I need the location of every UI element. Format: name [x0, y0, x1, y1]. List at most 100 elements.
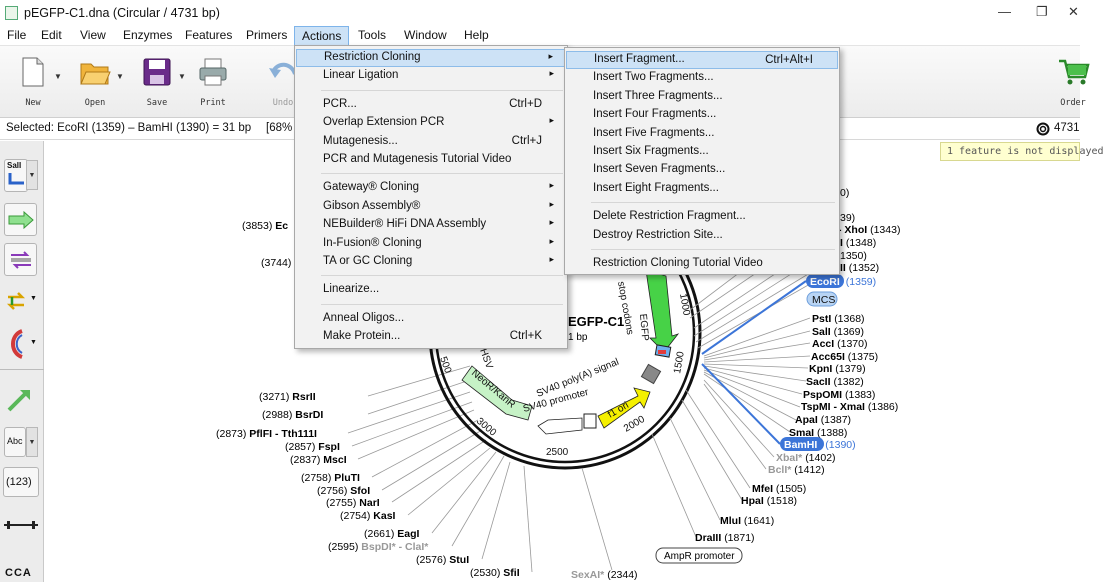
menu-tools[interactable]: Tools — [358, 28, 387, 42]
menu-item-insert-six-fragments[interactable]: Insert Six Fragments... — [566, 143, 838, 161]
chevron-down-icon[interactable]: ▼ — [26, 427, 38, 457]
submenu-arrow-icon: ▸ — [549, 217, 554, 228]
menu-item-make-protein[interactable]: Make Protein...Ctrl+K — [296, 328, 566, 346]
ampr-promoter-feature[interactable] — [655, 547, 743, 564]
menu-item-insert-four-fragments[interactable]: Insert Four Fragments... — [566, 106, 838, 124]
site-name: - XhoI — [838, 224, 867, 236]
site-name: SexAI* — [571, 569, 605, 581]
line-tool-button[interactable] — [6, 387, 32, 413]
menu-item-restriction-cloning-tutorial-video[interactable]: Restriction Cloning Tutorial Video — [566, 255, 838, 273]
sv40-promoter-feature-arrow[interactable] — [537, 417, 583, 435]
site-pos: (2873) — [216, 428, 246, 440]
site-name: SfoI — [350, 485, 370, 497]
chevron-down-icon[interactable]: ▼ — [54, 72, 62, 81]
enzyme-tool-button[interactable]: SalI — [4, 159, 28, 192]
new-button[interactable]: New ▼ — [10, 52, 62, 114]
menu-item-insert-two-fragments[interactable]: Insert Two Fragments... — [566, 69, 838, 87]
menu-item-nebuilder-hifi-dna-assembly[interactable]: NEBuilder® HiFi DNA Assembly▸ — [296, 216, 566, 234]
svg-text:II (1352): II (1352) — [840, 262, 879, 274]
chevron-down-icon[interactable]: ▼ — [116, 72, 124, 81]
neor-kanr-feature-arrow[interactable] — [461, 365, 533, 421]
maximize-button[interactable]: ❐ — [1036, 4, 1048, 19]
menu-item-shortcut: Ctrl+J — [511, 134, 542, 147]
menu-item-overlap-extension-pcr[interactable]: Overlap Extension PCR▸ — [296, 114, 566, 132]
menu-item-insert-eight-fragments[interactable]: Insert Eight Fragments... — [566, 180, 838, 198]
site-pos: (1390) — [825, 439, 855, 451]
site-pos: (1352) — [849, 262, 879, 274]
zoom-level[interactable]: [68% — [266, 122, 293, 134]
save-button[interactable]: Save ▼ — [134, 52, 186, 114]
orf-tool-button[interactable] — [4, 289, 28, 313]
menu-item-label: Insert Six Fragments... — [593, 145, 709, 157]
primer-tool-button[interactable] — [4, 243, 37, 276]
sv40-polya-feature[interactable] — [640, 363, 662, 385]
menu-file[interactable]: File — [7, 28, 27, 42]
menu-window[interactable]: Window — [404, 28, 447, 42]
menu-separator — [321, 173, 563, 175]
menu-item-gateway-cloning[interactable]: Gateway® Cloning▸ — [296, 179, 566, 197]
site-pos: (1518) — [767, 495, 797, 507]
menu-item-in-fusion-cloning[interactable]: In-Fusion® Cloning▸ — [296, 235, 566, 253]
menu-item-linearize[interactable]: Linearize... — [296, 281, 566, 299]
chevron-down-icon[interactable]: ▼ — [26, 160, 38, 190]
menu-item-mutagenesis[interactable]: Mutagenesis...Ctrl+J — [296, 133, 566, 151]
menu-edit[interactable]: Edit — [41, 28, 62, 42]
menu-item-destroy-restriction-site[interactable]: Destroy Restriction Site... — [566, 227, 838, 245]
menu-enzymes[interactable]: Enzymes — [123, 28, 173, 42]
svg-text:(3744): (3744) — [261, 257, 291, 269]
menu-item-insert-three-fragments[interactable]: Insert Three Fragments... — [566, 88, 838, 106]
submenu-arrow-icon: ▸ — [549, 180, 554, 191]
chevron-down-icon[interactable]: ▼ — [178, 72, 186, 81]
undo-button[interactable]: Undo — [260, 52, 306, 114]
f1-ori-feature-arrow[interactable] — [597, 387, 651, 429]
sidebar-divider — [0, 369, 44, 370]
menu-item-restriction-cloning[interactable]: Restriction Cloning▸ — [296, 49, 566, 67]
menu-item-pcr-and-mutagenesis-tutorial-video[interactable]: PCR and Mutagenesis Tutorial Video — [296, 151, 566, 169]
sequence-tool-button[interactable]: CCA — [5, 567, 32, 579]
ruler-tool-button[interactable] — [4, 519, 38, 529]
ecori-highlight-pill[interactable] — [806, 274, 844, 288]
menu-item-ta-or-gc-cloning[interactable]: TA or GC Cloning▸ — [296, 253, 566, 271]
menu-item-label: PCR... — [323, 97, 357, 110]
close-button[interactable]: ✕ — [1068, 4, 1079, 19]
site-pos: (2576) — [416, 554, 446, 566]
menu-item-insert-fragment[interactable]: Insert Fragment...Ctrl+Alt+I — [566, 51, 838, 69]
minimize-button[interactable]: — — [998, 4, 1011, 19]
feature-label-hsv: HSV — [477, 347, 494, 370]
menu-features[interactable]: Features — [185, 28, 233, 42]
text-tool-button[interactable]: Abc — [4, 427, 26, 457]
menu-item-delete-restriction-fragment[interactable]: Delete Restriction Fragment... — [566, 208, 838, 226]
menu-item-anneal-oligos[interactable]: Anneal Oligos... — [296, 310, 566, 328]
menu-actions[interactable]: Actions — [294, 26, 350, 46]
site-name: HpaI — [741, 495, 764, 507]
print-button[interactable]: Print — [190, 52, 236, 114]
menu-view[interactable]: View — [80, 28, 106, 42]
open-button[interactable]: Open ▼ — [72, 52, 124, 114]
mcs-feature-pill[interactable] — [806, 291, 838, 307]
menu-item-linear-ligation[interactable]: Linear Ligation▸ — [296, 67, 566, 85]
menu-primers[interactable]: Primers — [246, 28, 288, 42]
small-feature-box — [583, 413, 597, 429]
feature-tool-button[interactable] — [4, 203, 37, 236]
numbering-tool-button[interactable]: (123) — [3, 467, 39, 497]
site-pos: 1350) — [840, 250, 867, 262]
menu-item-label: Restriction Cloning — [324, 51, 421, 63]
hidden-features-notice[interactable]: 1 feature is not displayed — [940, 142, 1104, 161]
bamhi-highlight-pill[interactable] — [780, 437, 824, 451]
translation-tool-button[interactable] — [6, 329, 28, 359]
site-name: BamHI — [784, 439, 817, 451]
site-name: ApaI — [795, 414, 818, 426]
tick-2000: 2000 — [622, 414, 647, 435]
chevron-down-icon[interactable]: ▼ — [30, 339, 37, 346]
menu-item-pcr[interactable]: PCR...Ctrl+D — [296, 96, 566, 114]
site-pos: (1383) — [845, 389, 875, 401]
window-title: pEGFP-C1.dna (Circular / 4731 bp) — [24, 6, 220, 20]
site-name: PluTI — [334, 472, 360, 484]
chevron-down-icon[interactable]: ▼ — [30, 295, 37, 302]
menu-item-insert-seven-fragments[interactable]: Insert Seven Fragments... — [566, 161, 838, 179]
order-button[interactable]: Order — [1050, 52, 1096, 114]
menu-item-gibson-assembly[interactable]: Gibson Assembly®▸ — [296, 198, 566, 216]
menu-help[interactable]: Help — [464, 28, 489, 42]
site-name: MluI — [720, 515, 741, 527]
menu-item-insert-five-fragments[interactable]: Insert Five Fragments... — [566, 125, 838, 143]
